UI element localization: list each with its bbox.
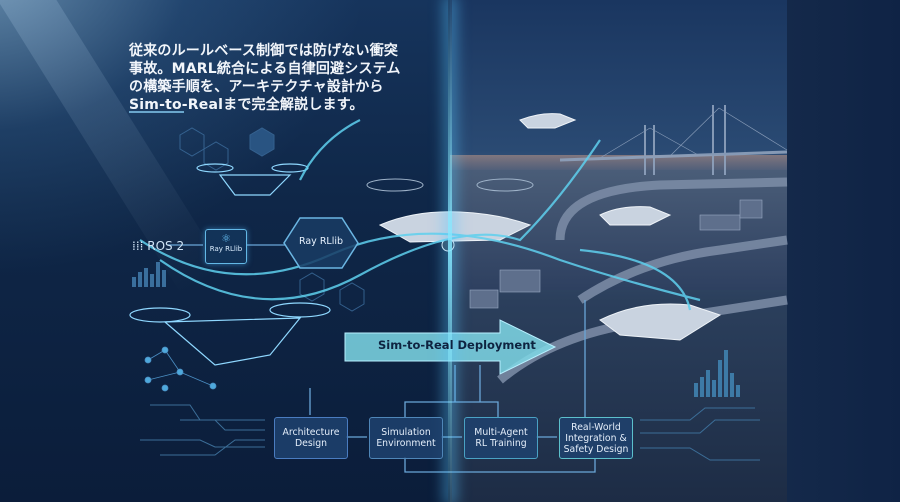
flight-path-trails	[139, 119, 701, 311]
deployment-banner-label: Sim-to-Real Deployment	[378, 338, 536, 352]
ray-rllib-box-label: Ray RLlib	[209, 245, 243, 253]
network-graph-icon	[144, 346, 217, 392]
suspension-bridge-icon	[559, 105, 788, 175]
hexagon-grid-icon	[179, 127, 365, 312]
headline-line: Sim-to-Realまで完全解説します。	[129, 97, 364, 113]
headline-line: 従来のルールベース制御では防げない衝突	[129, 43, 399, 59]
quadcopter-drone-icon	[366, 113, 722, 341]
hexagon-frame	[283, 217, 359, 269]
bar-chart-decor-right	[694, 350, 740, 397]
headline-line: の構築手順を、アーキテクチャ設計から	[129, 79, 384, 95]
grid-icon: ⁞⁞⁞	[132, 239, 148, 253]
ray-rllib-box: ⚛ Ray RLlib	[205, 229, 247, 264]
circuit-traces-left	[140, 404, 265, 456]
headline-line: 事故。MARL統合による自律回避システム	[129, 61, 401, 77]
ros2-label: ⁞⁞⁞ ROS 2	[132, 239, 185, 253]
headline-text: 従来のルールベース制御では防げない衝突 事故。MARL統合による自律回避システム…	[129, 42, 401, 114]
circuit-traces-right	[640, 407, 760, 461]
network-node-icon: ⚛	[221, 232, 231, 245]
ray-rllib-hex-label: Ray RLlib	[298, 236, 344, 247]
right-dark-panel	[787, 0, 900, 502]
wireframe-drone-icon	[129, 163, 331, 366]
sim-real-divider	[448, 0, 452, 502]
bar-chart-decor-left	[132, 262, 166, 287]
warehouse-blocks-icon	[469, 199, 763, 309]
headline-underline	[129, 111, 184, 113]
